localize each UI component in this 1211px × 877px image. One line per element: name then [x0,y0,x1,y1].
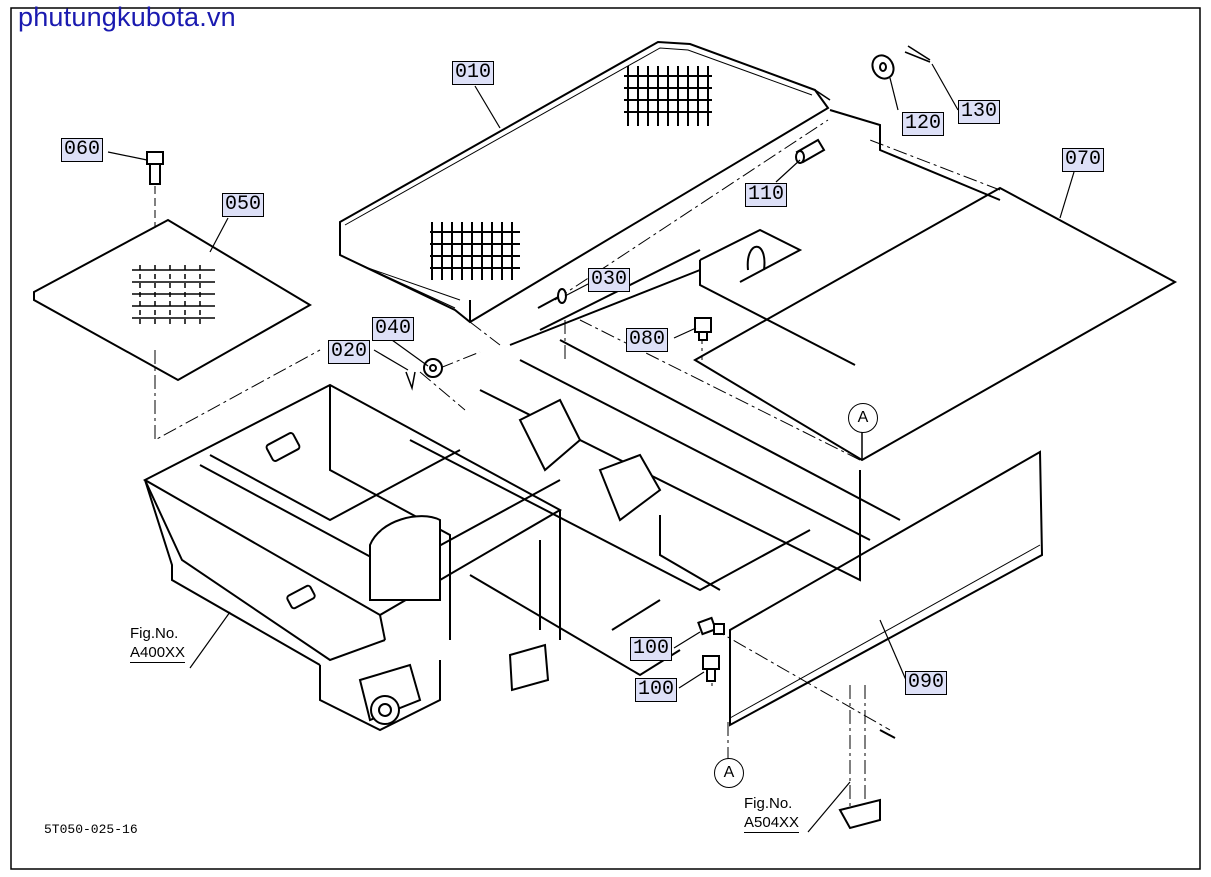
left-access-plate[interactable] [33,218,312,382]
right-floor-plate[interactable] [693,186,1178,462]
callout-080[interactable]: 080 [626,328,669,352]
pin-030[interactable] [537,288,567,309]
washer-040[interactable] [423,358,443,378]
callout-100-lower[interactable]: 100 [635,678,678,702]
bolt-100-lower[interactable] [702,655,720,682]
callout-090[interactable]: 090 [905,671,948,695]
pin-110[interactable] [795,138,826,164]
callout-120[interactable]: 120 [902,112,945,136]
callout-110[interactable]: 110 [745,183,788,207]
callout-130[interactable]: 130 [958,100,1001,124]
washer-120[interactable] [868,52,897,83]
left-plate-grille [132,265,215,325]
figref-left: Fig.No. A400XX [130,624,186,663]
figref-right: Fig.No. A504XX [744,794,800,833]
figref-right-label: Fig.No. [744,795,793,812]
main-frame-structure [142,109,1001,732]
grille-pattern [430,66,712,280]
figref-right-code[interactable]: A504XX [744,814,800,833]
bolt-080[interactable] [694,317,712,341]
callout-020[interactable]: 020 [328,340,371,364]
bolt-100-upper[interactable] [697,616,725,636]
figref-left-label: Fig.No. [130,625,179,642]
cotter-pin-020[interactable] [405,371,416,391]
callout-050[interactable]: 050 [222,193,265,217]
bolt-060[interactable] [146,151,164,228]
callout-100-upper[interactable]: 100 [630,637,673,661]
diagram-code: 5T050-025-16 [44,822,138,837]
marker-a-plate[interactable]: A [848,403,878,433]
callout-010[interactable]: 010 [452,61,495,85]
callout-030[interactable]: 030 [588,268,631,292]
pin-130[interactable] [904,45,931,63]
callout-leaders [107,63,1075,833]
marker-a-panel[interactable]: A [714,758,744,788]
support-leg [838,729,896,830]
callout-070[interactable]: 070 [1062,148,1105,172]
callout-060[interactable]: 060 [61,138,104,162]
watermark-text: phutungkubota.vn [18,2,236,32]
diagram-frame [10,7,1201,870]
callout-040[interactable]: 040 [372,317,415,341]
figref-left-code[interactable]: A400XX [130,644,186,663]
